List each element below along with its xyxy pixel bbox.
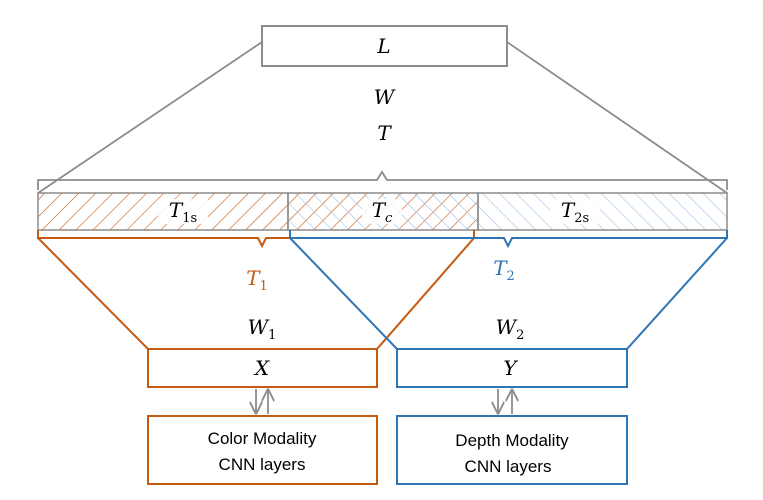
t-label: T xyxy=(377,121,392,145)
color-modality-line2: CNN layers xyxy=(219,455,306,474)
color-modality-line1: Color Modality xyxy=(208,429,317,448)
y-box xyxy=(396,348,628,388)
x-box-label: X xyxy=(253,356,270,380)
t1s-label: T1s xyxy=(169,198,197,226)
w1-label: W1 xyxy=(248,315,277,343)
t2-left-connector xyxy=(289,237,398,350)
t2-brace xyxy=(289,230,728,249)
w-label: W xyxy=(374,85,396,109)
t-brace xyxy=(37,170,728,190)
color-modality-box xyxy=(147,415,378,485)
color-arrows xyxy=(256,389,268,414)
depth-modality-line2: CNN layers xyxy=(465,457,552,476)
t2s-segment xyxy=(477,192,728,231)
depth-arrows xyxy=(498,389,512,414)
tc-label: Tc xyxy=(372,198,393,226)
w2-label: W2 xyxy=(496,315,525,343)
l-box-label: L xyxy=(376,34,390,58)
depth-modality-box xyxy=(396,415,628,485)
y-box-label: Y xyxy=(503,356,518,380)
t1-label: T1 xyxy=(246,266,268,294)
top-projection: L xyxy=(37,25,728,194)
t2s-label: T2s xyxy=(561,198,589,226)
t1-right-connector xyxy=(376,237,475,350)
tensor-bar: T1s Tc T2s xyxy=(37,192,728,231)
t2-right-connector xyxy=(626,237,728,350)
top-left-connector xyxy=(37,41,263,194)
x-box xyxy=(147,348,378,388)
t2-projection: T2 xyxy=(289,230,728,350)
top-right-connector xyxy=(506,41,728,194)
t2-label: T2 xyxy=(493,256,515,284)
t1-left-connector xyxy=(37,237,149,350)
depth-modality-line1: Depth Modality xyxy=(455,431,569,450)
l-box xyxy=(261,25,508,67)
